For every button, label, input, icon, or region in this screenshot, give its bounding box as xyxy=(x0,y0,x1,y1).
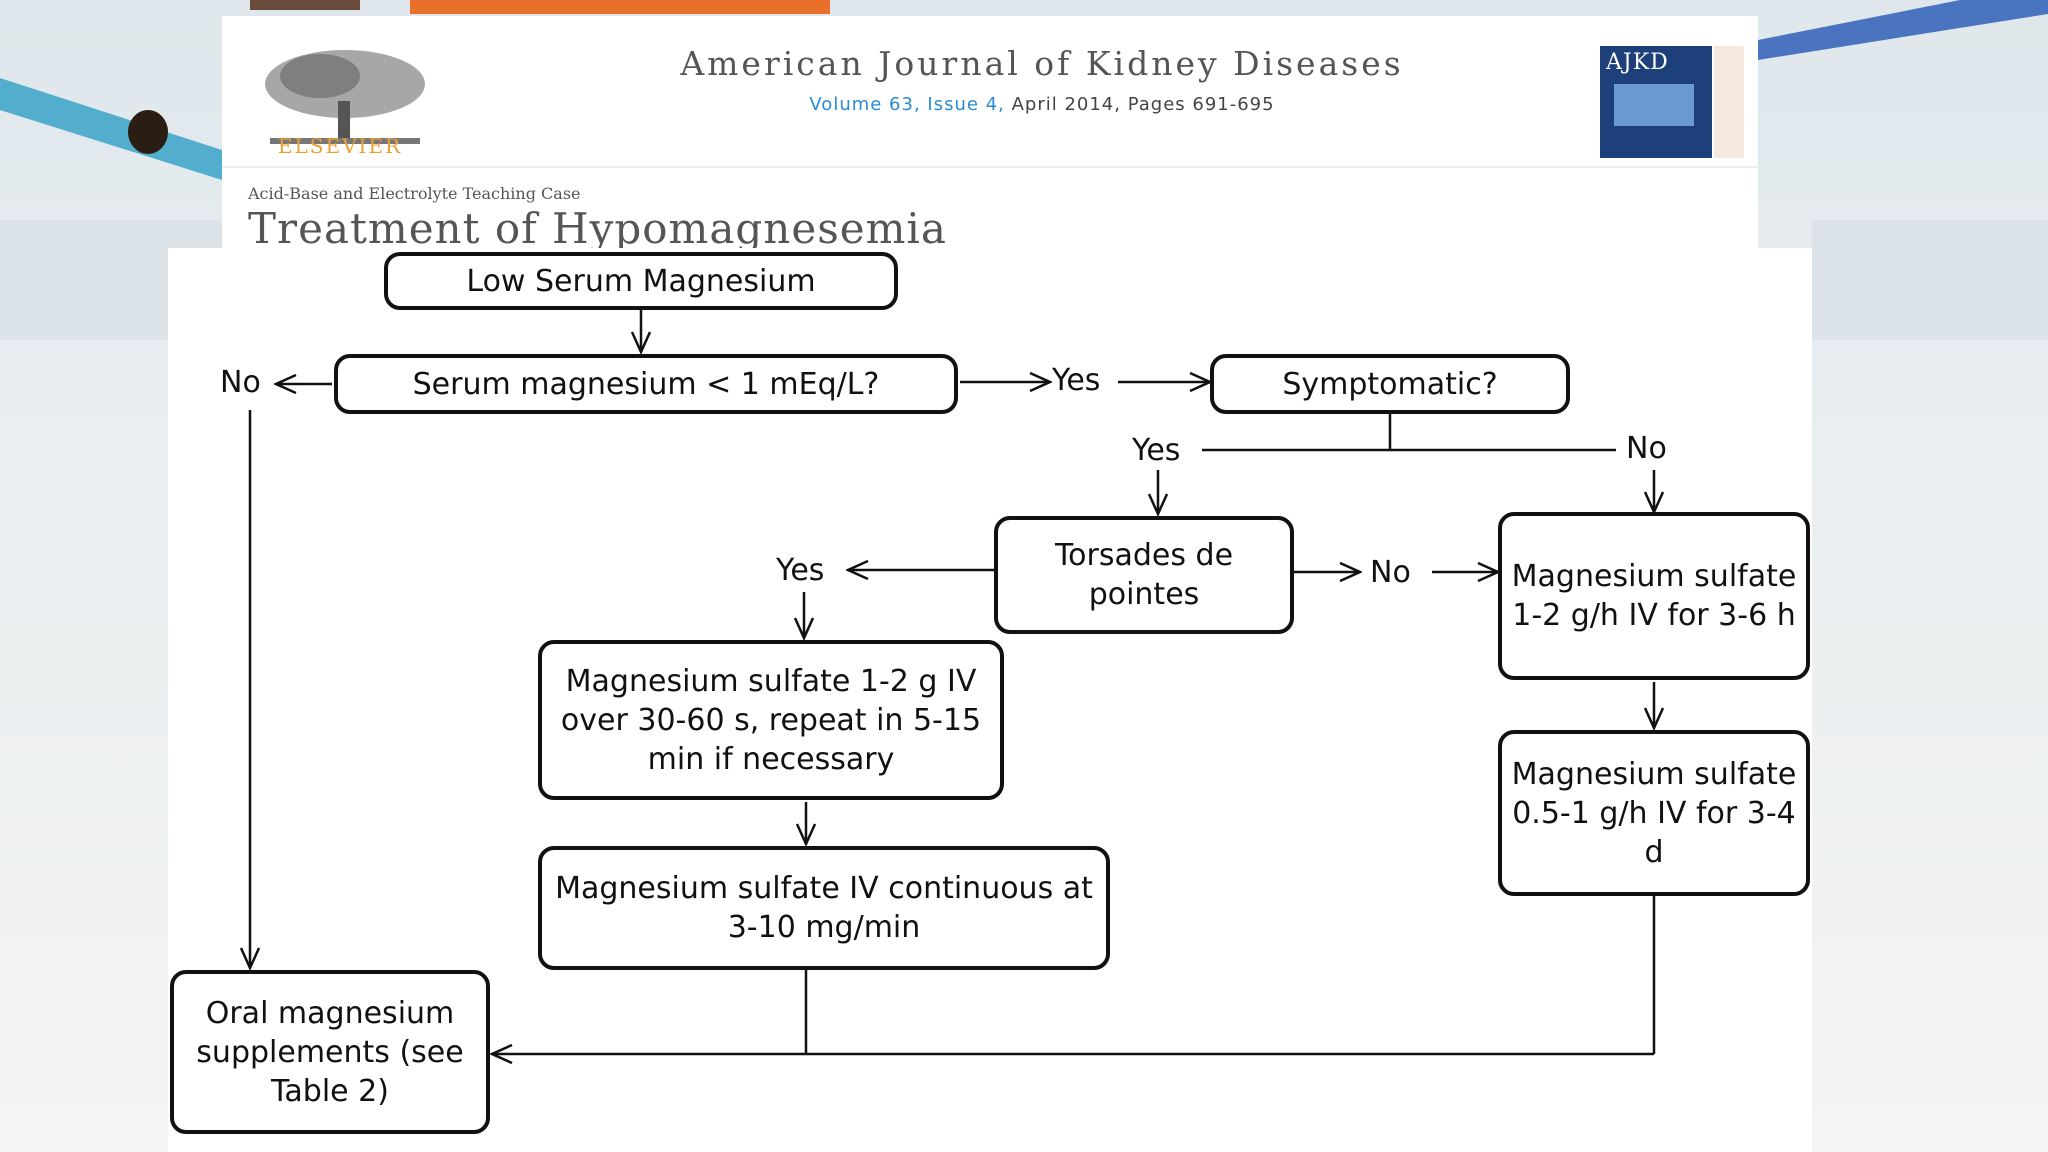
node-mg-sulfate-1-2-gh: Magnesium sulfate 1-2 g/h IV for 3-6 h xyxy=(1498,512,1810,680)
node-symptomatic: Symptomatic? xyxy=(1210,354,1570,414)
issue-date-pages: April 2014, Pages 691-695 xyxy=(1004,94,1275,115)
flowchart-panel: Low Serum Magnesium Serum magnesium < 1 … xyxy=(168,248,1812,1152)
journal-masthead: ELSEVIER American Journal of Kidney Dise… xyxy=(222,16,1758,168)
journal-cover-title: AJKD xyxy=(1606,50,1669,75)
node-serum-magnesium-check: Serum magnesium < 1 mEq/L? xyxy=(334,354,958,414)
issue-link[interactable]: Volume 63, Issue 4, xyxy=(809,94,1005,115)
journal-cover-image: AJKD xyxy=(1600,46,1712,158)
cover-side-strip xyxy=(1714,46,1744,158)
label-torsades-no: No xyxy=(1370,555,1411,590)
node-low-serum-magnesium: Low Serum Magnesium xyxy=(384,252,898,310)
label-serum-yes: Yes xyxy=(1052,363,1101,398)
article-title: Treatment of Hypomagnesemia xyxy=(248,204,947,253)
label-torsades-yes: Yes xyxy=(776,553,825,588)
journal-name: American Journal of Kidney Diseases xyxy=(680,44,1404,83)
node-torsades-de-pointes: Torsades de pointes xyxy=(994,516,1294,634)
journal-issue: Volume 63, Issue 4, April 2014, Pages 69… xyxy=(522,94,1562,115)
flowchart-connectors xyxy=(168,310,1812,1152)
node-mg-sulfate-05-1-gh: Magnesium sulfate 0.5-1 g/h IV for 3-4 d xyxy=(1498,730,1810,896)
label-symptomatic-yes: Yes xyxy=(1132,433,1181,468)
cover-artwork xyxy=(1614,84,1694,126)
node-mg-sulfate-bolus: Magnesium sulfate 1-2 g IV over 30-60 s,… xyxy=(538,640,1004,800)
case-type: Acid-Base and Electrolyte Teaching Case xyxy=(248,184,581,203)
publisher-logo-text: ELSEVIER xyxy=(277,134,403,158)
node-oral-magnesium-supplements: Oral magnesium supplements (see Table 2) xyxy=(170,970,490,1134)
journal-header-panel: ELSEVIER American Journal of Kidney Dise… xyxy=(222,16,1758,253)
node-mg-sulfate-continuous: Magnesium sulfate IV continuous at 3-10 … xyxy=(538,846,1110,970)
label-serum-no: No xyxy=(220,365,261,400)
label-symptomatic-no: No xyxy=(1626,431,1667,466)
elsevier-tree-logo xyxy=(250,46,430,158)
